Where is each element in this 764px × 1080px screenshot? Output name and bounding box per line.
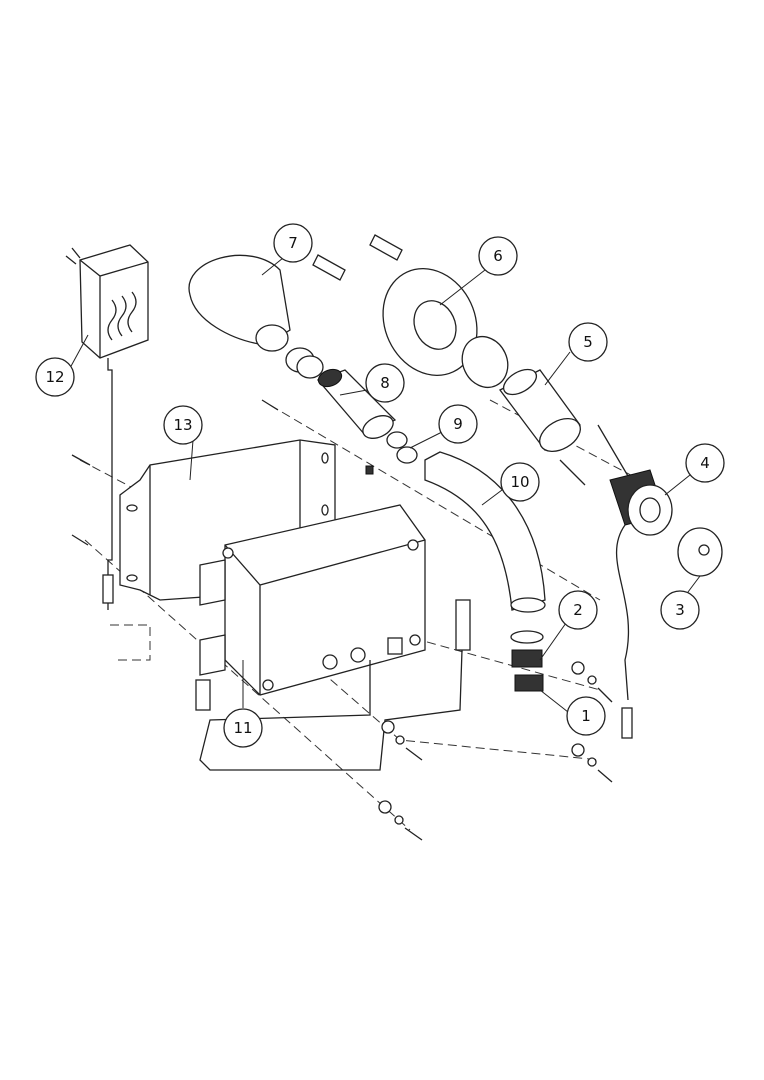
svg-text:8: 8	[380, 374, 390, 392]
callout-9: 9	[438, 404, 478, 444]
callout-11: 11	[223, 708, 263, 748]
svg-text:9: 9	[453, 415, 463, 433]
spout-part	[424, 451, 546, 613]
callout-3: 3	[660, 590, 700, 630]
callout-12: 12	[35, 357, 75, 397]
callout-6: 6	[478, 236, 518, 276]
callout-13: 13	[163, 405, 203, 445]
svg-text:11: 11	[233, 719, 252, 737]
svg-text:2: 2	[573, 601, 583, 619]
svg-text:6: 6	[493, 247, 503, 265]
rosette-part	[382, 267, 509, 388]
sensor-cap-part	[677, 527, 723, 577]
callout-10: 10	[500, 462, 540, 502]
svg-text:5: 5	[583, 333, 593, 351]
svg-text:12: 12	[45, 368, 64, 386]
svg-text:10: 10	[510, 473, 529, 491]
svg-text:3: 3	[675, 601, 685, 619]
screws-washers-part	[71, 399, 613, 841]
callout-5: 5	[568, 322, 608, 362]
callout-8: 8	[365, 363, 405, 403]
callout-2: 2	[558, 590, 598, 630]
power-adapter-part	[65, 244, 149, 610]
sensor-housing-part	[609, 469, 673, 739]
spout-cover-cone-part	[188, 254, 324, 379]
svg-text:13: 13	[173, 416, 192, 434]
wall-sleeve-part	[499, 368, 646, 506]
callout-4: 4	[685, 443, 725, 483]
leader-lines	[69, 257, 701, 713]
wall-anchors-part	[312, 234, 403, 281]
aerator-part	[510, 630, 544, 692]
callout-7: 7	[273, 223, 313, 263]
svg-text:4: 4	[700, 454, 710, 472]
control-box-part	[195, 504, 471, 771]
callout-1: 1	[566, 696, 606, 736]
svg-text:1: 1	[581, 707, 591, 725]
svg-text:7: 7	[288, 234, 298, 252]
seal-rings-part	[365, 431, 418, 475]
connector-pipe-part	[316, 368, 397, 439]
